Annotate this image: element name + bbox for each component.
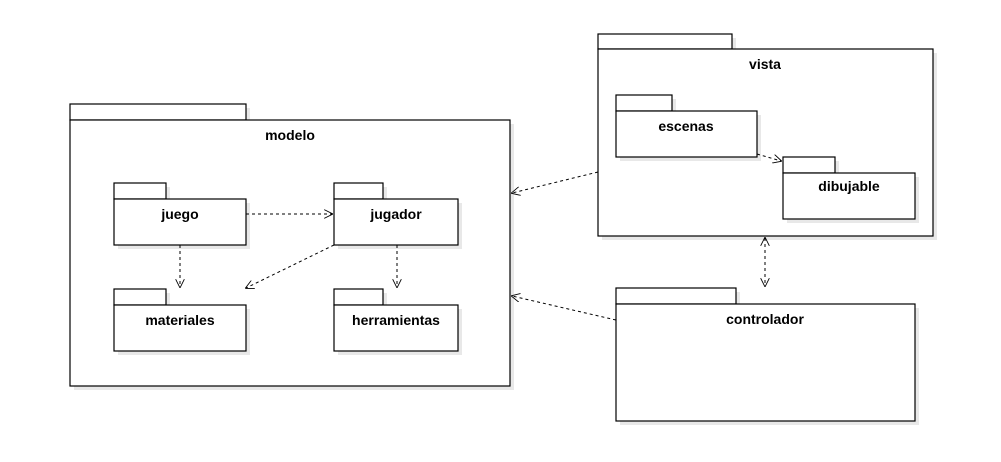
dependency-jugador-materiales bbox=[246, 244, 335, 288]
package-vista[interactable]: vista bbox=[597, 33, 937, 240]
package-label-modelo: modelo bbox=[265, 127, 315, 143]
dependency-vista-modelo bbox=[512, 171, 599, 193]
package-label-jugador: jugador bbox=[369, 206, 422, 222]
package-herramientas[interactable]: herramientas bbox=[333, 288, 462, 355]
package-label-controlador: controlador bbox=[726, 311, 804, 327]
package-label-materiales: materiales bbox=[145, 312, 214, 328]
package-juego[interactable]: juego bbox=[113, 182, 250, 249]
package-materiales[interactable]: materiales bbox=[113, 288, 250, 355]
package-label-dibujable: dibujable bbox=[818, 178, 880, 194]
package-jugador[interactable]: jugador bbox=[333, 182, 462, 249]
dependency-escenas-dibujable bbox=[756, 153, 781, 161]
package-label-vista: vista bbox=[749, 56, 781, 72]
package-controlador[interactable]: controlador bbox=[615, 287, 919, 425]
package-label-escenas: escenas bbox=[658, 118, 713, 134]
package-dibujable[interactable]: dibujable bbox=[782, 156, 919, 223]
package-escenas[interactable]: escenas bbox=[615, 94, 761, 161]
package-label-juego: juego bbox=[160, 206, 198, 222]
package-label-herramientas: herramientas bbox=[352, 312, 440, 328]
dependency-controlador-modelo bbox=[512, 296, 617, 321]
